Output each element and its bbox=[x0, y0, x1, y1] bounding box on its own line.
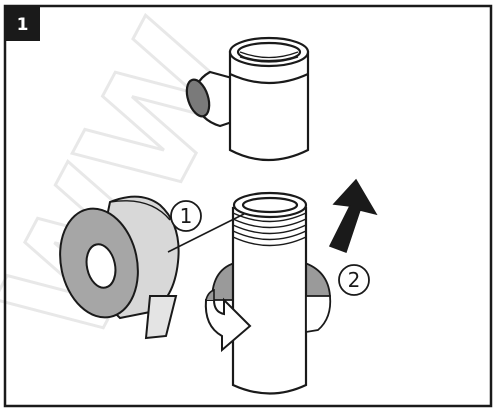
pipe-body bbox=[231, 206, 308, 395]
callout-2: 2 bbox=[338, 264, 370, 296]
rotate-arrow-tail bbox=[205, 288, 215, 301]
ptfe-tape-roll bbox=[59, 195, 180, 340]
t-fitting-collar bbox=[229, 73, 309, 85]
callout-1-leader bbox=[167, 213, 245, 253]
t-fitting-thread-1 bbox=[239, 51, 299, 59]
t-fitting bbox=[185, 36, 310, 162]
pipe-thread-5 bbox=[232, 236, 307, 247]
rotate-arrow-icon bbox=[204, 288, 252, 353]
t-fitting-body bbox=[228, 50, 310, 162]
callout-1-circle bbox=[170, 200, 202, 232]
callout-1-label: 1 bbox=[180, 204, 193, 228]
rotate-arrow-head bbox=[204, 297, 252, 353]
callout-2-circle bbox=[338, 264, 370, 296]
callout-1: 1 bbox=[170, 200, 202, 232]
tape-roll-core bbox=[85, 243, 117, 289]
tape-strip bbox=[144, 295, 178, 340]
step-number: 1 bbox=[17, 15, 29, 35]
up-arrow-shape bbox=[328, 178, 378, 253]
tape-roll-edge bbox=[109, 200, 171, 221]
callout-2-label: 2 bbox=[348, 268, 361, 292]
pipe-thread-2 bbox=[232, 218, 307, 229]
pipe-opening bbox=[241, 196, 299, 214]
pipe-thread-3 bbox=[232, 224, 307, 235]
t-fitting-thread-2 bbox=[239, 56, 299, 63]
threaded-pipe bbox=[211, 191, 332, 395]
t-fitting-opening bbox=[236, 41, 302, 63]
step-badge-box bbox=[5, 6, 40, 41]
rotate-arrow-band-right bbox=[305, 295, 332, 334]
t-fitting-branch-opening bbox=[185, 78, 211, 118]
diagram-frame bbox=[3, 4, 493, 408]
pipe-thread-4 bbox=[232, 230, 307, 241]
step-badge: 1 bbox=[5, 6, 40, 41]
up-arrow-icon bbox=[328, 178, 378, 253]
